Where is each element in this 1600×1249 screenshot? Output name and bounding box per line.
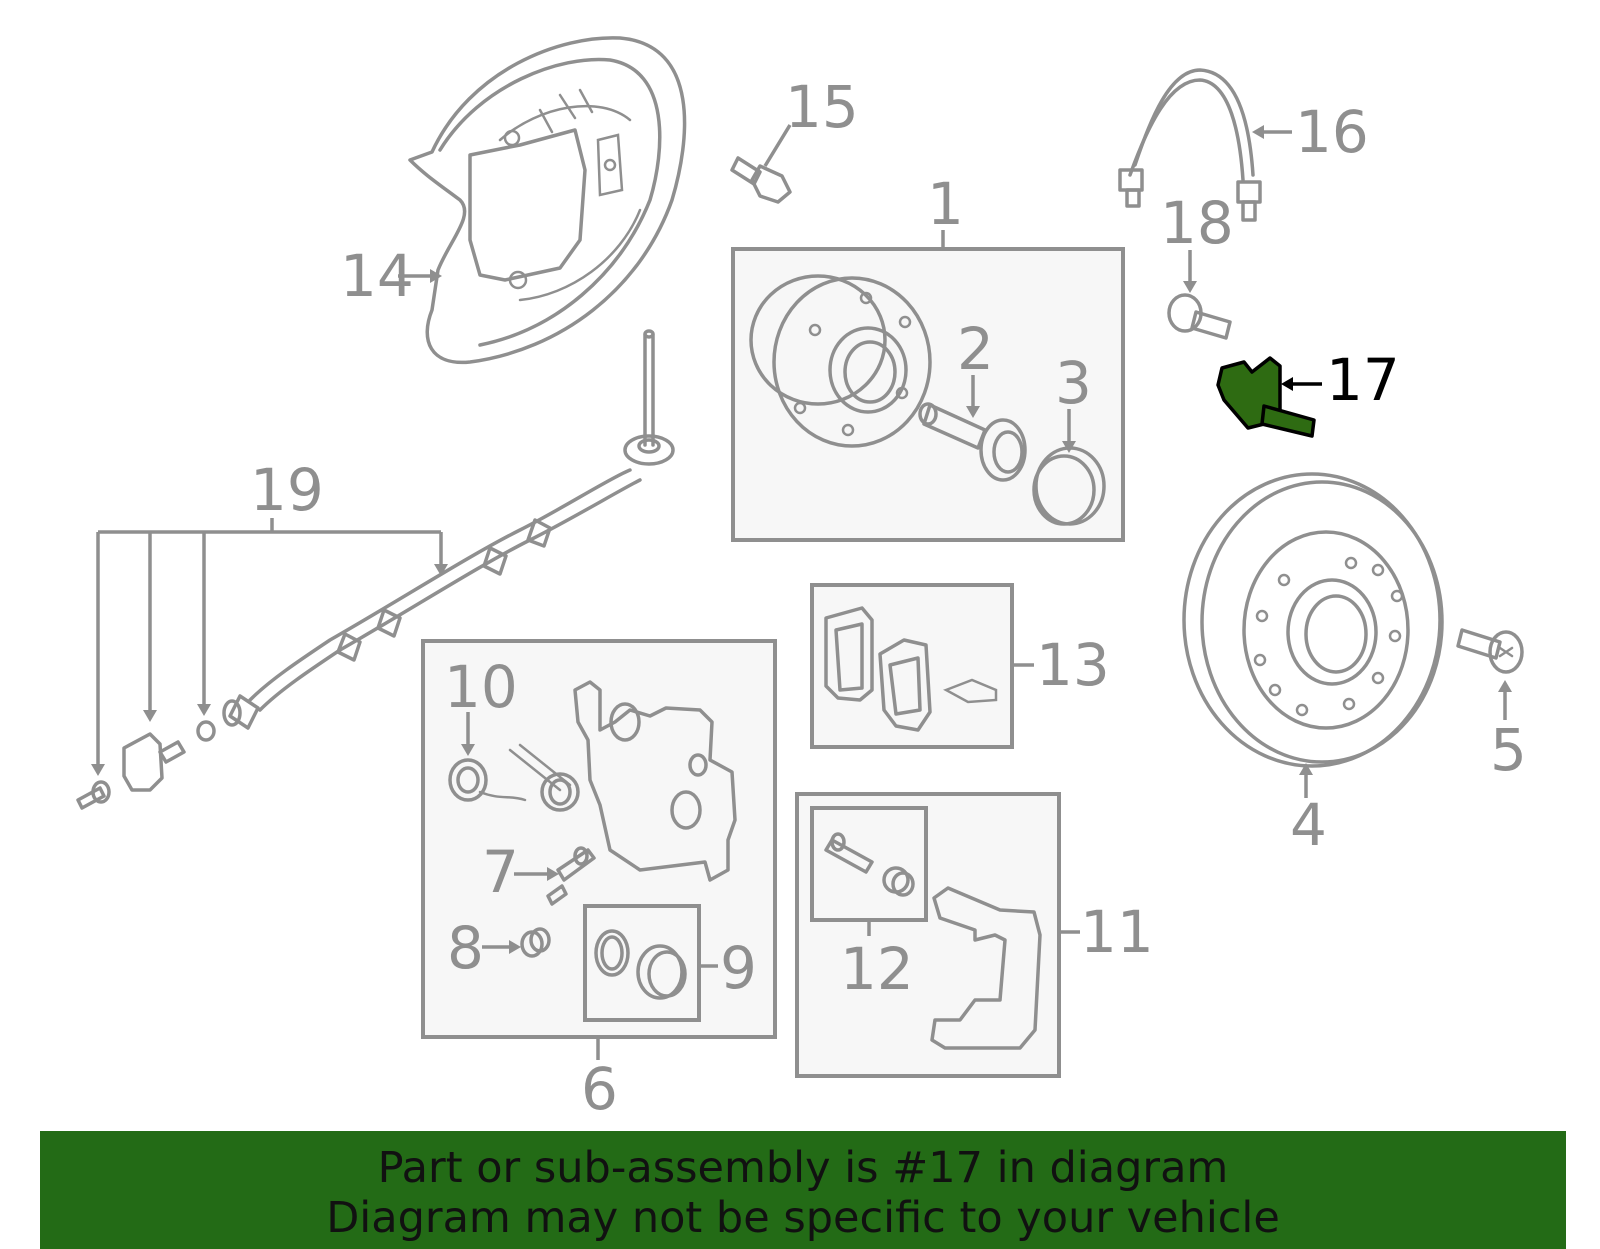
svg-text:11: 11 <box>1080 898 1154 966</box>
part-2-hub-bolt[interactable] <box>918 402 1027 482</box>
svg-text:3: 3 <box>1055 349 1092 417</box>
callout-8: 8 <box>447 914 521 982</box>
svg-text:17: 17 <box>1326 346 1400 414</box>
callout-15: 15 <box>763 73 859 167</box>
part-4-rotor[interactable] <box>1182 472 1444 768</box>
hub-assembly-box <box>731 247 1125 542</box>
svg-text:7: 7 <box>482 838 519 906</box>
part-6-caliper[interactable] <box>508 680 737 882</box>
callout-3: 3 <box>1055 349 1092 453</box>
callout-17: 17 <box>1281 346 1400 414</box>
callout-10: 10 <box>444 653 518 756</box>
svg-text:18: 18 <box>1160 189 1234 257</box>
callout-12: 12 <box>840 920 914 1003</box>
svg-text:19: 19 <box>250 456 324 524</box>
part-10-spring[interactable] <box>448 758 527 802</box>
callout-5: 5 <box>1490 680 1527 784</box>
callout-18: 18 <box>1160 189 1234 293</box>
part-12-guide-pins[interactable] <box>824 832 915 897</box>
part-11-bracket[interactable] <box>930 886 1042 1050</box>
info-banner: Part or sub-assembly is #17 in diagram D… <box>40 1131 1566 1249</box>
callout-9: 9 <box>699 934 757 1002</box>
callout-7: 7 <box>482 838 559 906</box>
svg-text:2: 2 <box>957 315 994 383</box>
svg-text:9: 9 <box>720 934 757 1002</box>
svg-text:15: 15 <box>785 73 859 141</box>
part-13-pads[interactable] <box>824 606 998 732</box>
part-18-bolt[interactable] <box>1167 293 1232 340</box>
callout-4: 4 <box>1290 763 1327 859</box>
part-16-brake-hose[interactable] <box>1118 68 1262 222</box>
svg-text:13: 13 <box>1036 631 1110 699</box>
banner-line-1: Part or sub-assembly is #17 in diagram <box>377 1143 1229 1193</box>
callout-11: 11 <box>1059 898 1154 966</box>
callout-2: 2 <box>957 315 994 418</box>
part-9-seal-kit[interactable] <box>594 929 687 1000</box>
callout-6: 6 <box>581 1037 618 1123</box>
callout-13: 13 <box>1012 631 1110 699</box>
svg-text:6: 6 <box>581 1055 618 1123</box>
callout-14: 14 <box>340 242 442 310</box>
parts-diagram: 14 15 16 1 <box>76 36 1527 1123</box>
part-5-screw[interactable] <box>1456 628 1524 674</box>
callout-1: 1 <box>927 170 964 249</box>
part-7-bleeder[interactable] <box>546 846 596 906</box>
svg-text:1: 1 <box>927 170 964 238</box>
svg-text:5: 5 <box>1490 716 1527 784</box>
banner-line-2: Diagram may not be specific to your vehi… <box>326 1193 1280 1243</box>
part-17-highlighted[interactable] <box>1216 356 1316 438</box>
svg-text:12: 12 <box>840 935 914 1003</box>
callout-19: 19 <box>91 456 448 776</box>
svg-text:8: 8 <box>447 914 484 982</box>
part-1-hub[interactable] <box>749 274 932 448</box>
part-8-cap[interactable] <box>520 927 551 958</box>
brake-pads-box <box>810 583 1014 749</box>
svg-text:10: 10 <box>444 653 518 721</box>
svg-text:16: 16 <box>1295 98 1369 166</box>
svg-text:4: 4 <box>1290 791 1327 859</box>
part-15-bolt[interactable] <box>730 156 792 204</box>
callout-16: 16 <box>1252 98 1369 166</box>
part-19-abs-harness[interactable] <box>76 329 675 810</box>
part-14-dust-shield[interactable] <box>408 36 687 365</box>
